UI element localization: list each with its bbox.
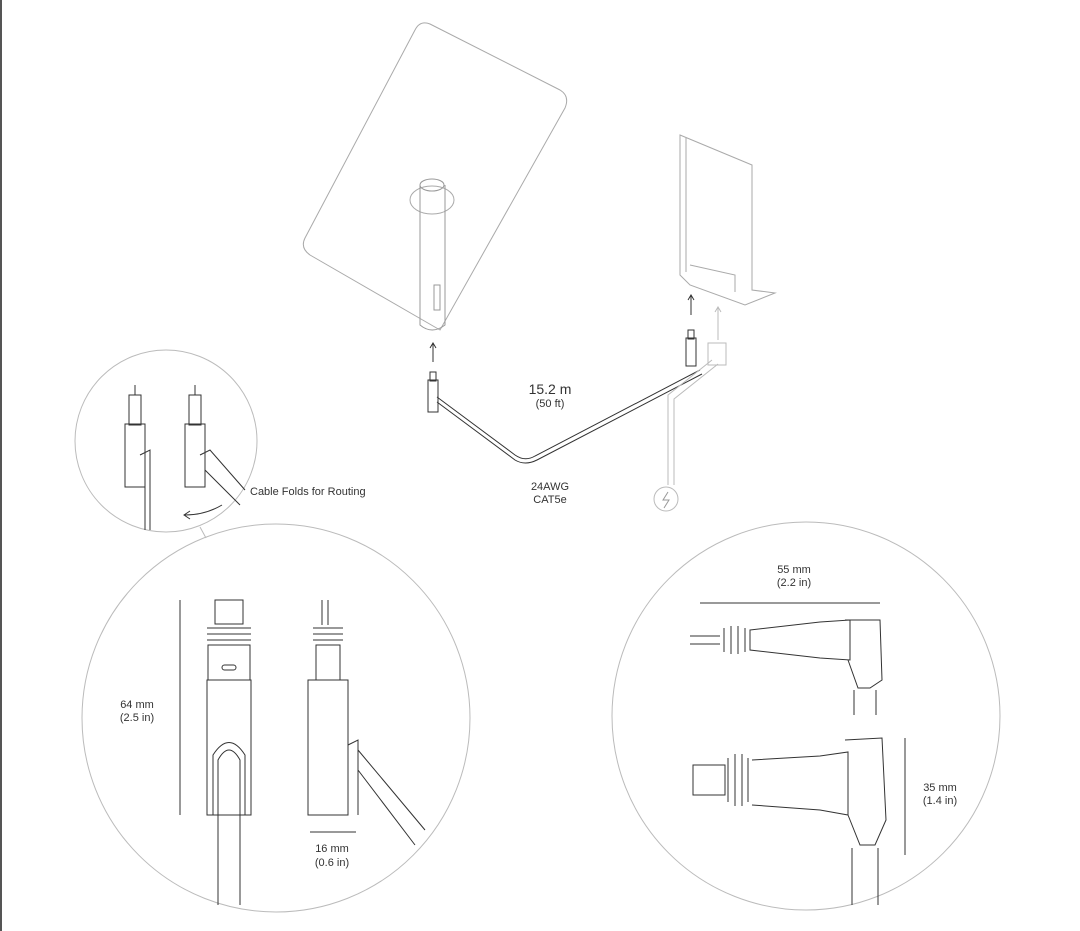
- detail-circle-fold: [74, 349, 258, 533]
- dish-illustration: [302, 22, 568, 331]
- arrows: [429, 294, 695, 362]
- left-width-imperial-label: (0.6 in): [314, 857, 350, 869]
- cable-gauge-label: 24AWG: [530, 481, 570, 493]
- router-illustration: [679, 134, 777, 306]
- cable-type-label: CAT5e: [533, 494, 567, 506]
- left-height-imperial-label: (2.5 in): [119, 712, 155, 724]
- power-cable: [653, 342, 727, 512]
- cable-length-imperial-label: (50 ft): [535, 398, 565, 410]
- left-border: [0, 0, 2, 931]
- left-height-label: 64 mm: [120, 699, 154, 711]
- right-length-label: 55 mm: [777, 564, 811, 576]
- right-height-label: 35 mm: [923, 782, 957, 794]
- cat5e-cable: [427, 329, 703, 464]
- right-length-imperial-label: (2.2 in): [776, 577, 812, 589]
- left-width-label: 16 mm: [315, 843, 349, 855]
- right-height-imperial-label: (1.4 in): [922, 795, 958, 807]
- detail-circle-dimensions-left: [81, 523, 471, 913]
- detail-circle-dimensions-right: [611, 521, 1001, 911]
- routing-note: Cable Folds for Routing: [250, 486, 366, 498]
- cable-length-label: 15.2 m: [528, 381, 572, 397]
- power-icon: [662, 491, 670, 509]
